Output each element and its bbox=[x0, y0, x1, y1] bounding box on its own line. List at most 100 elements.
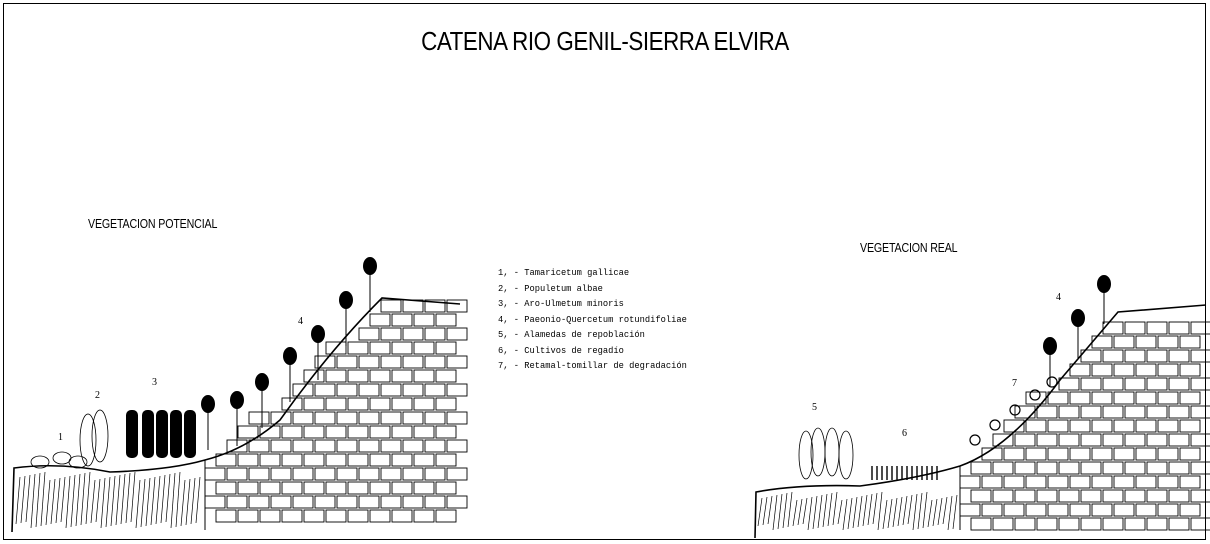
rock-block bbox=[1080, 461, 1102, 475]
soil-hatch-line bbox=[897, 496, 903, 527]
rock-block bbox=[292, 495, 314, 509]
rock-block bbox=[215, 509, 237, 523]
soil-hatch-line bbox=[85, 471, 91, 525]
rock-block bbox=[281, 481, 303, 495]
soil-hatch-line bbox=[847, 497, 853, 530]
rock-block bbox=[1102, 377, 1124, 391]
soil-hatch-line bbox=[120, 473, 126, 525]
soil-hatch-line bbox=[90, 479, 96, 524]
rock-block bbox=[369, 453, 391, 467]
rock-block bbox=[446, 495, 468, 509]
soil-hatch-line bbox=[817, 494, 823, 529]
soil-hatch-line bbox=[802, 497, 808, 525]
tamarix-shrub bbox=[68, 455, 88, 469]
zone-number-7: 7 bbox=[1012, 378, 1017, 389]
rock-block bbox=[1080, 489, 1102, 503]
soil-hatch-line bbox=[902, 495, 908, 526]
rock-block bbox=[402, 355, 424, 369]
rock-block bbox=[1135, 335, 1157, 349]
rock-block bbox=[402, 439, 424, 453]
rock-block bbox=[1135, 419, 1157, 433]
soil-hatch-line bbox=[862, 494, 868, 527]
rock-block bbox=[1113, 475, 1135, 489]
legend-item-3: 3, - Aro-Ulmetum minoris bbox=[498, 298, 624, 309]
zone-number-3: 3 bbox=[152, 377, 157, 388]
rock-block bbox=[292, 411, 314, 425]
rock-block bbox=[959, 475, 981, 489]
rock-block bbox=[259, 509, 281, 523]
rock-block bbox=[1190, 405, 1210, 419]
soil-hatch-line bbox=[782, 492, 788, 529]
rock-block bbox=[1080, 433, 1102, 447]
rock-block bbox=[424, 467, 446, 481]
rock-block bbox=[1146, 321, 1168, 335]
poplar-tree bbox=[79, 413, 97, 467]
rock-block bbox=[325, 481, 347, 495]
rock-block bbox=[325, 509, 347, 523]
rock-block bbox=[248, 411, 270, 425]
rock-block bbox=[369, 425, 391, 439]
rock-block bbox=[413, 313, 435, 327]
rock-block bbox=[1058, 489, 1080, 503]
rock-block bbox=[336, 439, 358, 453]
rock-block bbox=[314, 439, 336, 453]
rock-block bbox=[270, 411, 292, 425]
rock-block bbox=[303, 425, 325, 439]
rock-block bbox=[347, 425, 369, 439]
rock-block bbox=[413, 425, 435, 439]
rock-block bbox=[1091, 363, 1113, 377]
rock-block bbox=[1025, 447, 1047, 461]
rock-block bbox=[380, 411, 402, 425]
soil-hatch-line bbox=[887, 498, 893, 529]
rock-block bbox=[413, 481, 435, 495]
rock-block bbox=[1157, 447, 1179, 461]
rock-block bbox=[380, 467, 402, 481]
rock-block bbox=[391, 509, 413, 523]
soil-hatch-line bbox=[932, 498, 938, 527]
rock-block bbox=[1146, 433, 1168, 447]
rock-block bbox=[1168, 377, 1190, 391]
soil-hatch-line bbox=[45, 479, 51, 526]
rock-block bbox=[1124, 461, 1146, 475]
rock-block bbox=[1047, 503, 1069, 517]
rock-block bbox=[1157, 419, 1179, 433]
rock-block bbox=[358, 467, 380, 481]
rock-block bbox=[1168, 349, 1190, 363]
rock-block bbox=[1124, 433, 1146, 447]
rock-block bbox=[347, 481, 369, 495]
rock-block bbox=[1058, 377, 1080, 391]
soil-hatch-line bbox=[155, 475, 161, 525]
rock-block bbox=[303, 481, 325, 495]
rock-block bbox=[336, 495, 358, 509]
rock-block bbox=[292, 383, 314, 397]
rock-block bbox=[380, 439, 402, 453]
rock-block bbox=[1025, 475, 1047, 489]
soil-hatch-line bbox=[852, 496, 858, 529]
soil-hatching-left bbox=[15, 471, 201, 529]
rock-block bbox=[369, 341, 391, 355]
rock-block bbox=[248, 467, 270, 481]
soil-hatch-line bbox=[80, 472, 86, 526]
legend-item-4: 4, - Paeonio-Quercetum rotundifoliae bbox=[498, 313, 687, 325]
legend: 1, - Tamaricetum gallicae 2, - Populetum… bbox=[498, 265, 687, 374]
rock-block bbox=[1168, 405, 1190, 419]
rock-block bbox=[1091, 447, 1113, 461]
rock-block bbox=[314, 467, 336, 481]
broom-shrub bbox=[969, 434, 981, 446]
soil-hatch-line bbox=[160, 474, 166, 524]
soil-hatch-line bbox=[787, 491, 793, 528]
rock-block bbox=[992, 489, 1014, 503]
soil-hatch-line bbox=[792, 499, 798, 527]
rock-block bbox=[402, 299, 424, 313]
rock-block bbox=[259, 453, 281, 467]
rock-block bbox=[1179, 503, 1201, 517]
rock-block bbox=[1047, 475, 1069, 489]
rock-block bbox=[424, 411, 446, 425]
rock-block bbox=[1179, 419, 1201, 433]
rock-block bbox=[1080, 377, 1102, 391]
rock-block bbox=[1113, 335, 1135, 349]
rock-block bbox=[413, 509, 435, 523]
rock-block bbox=[259, 481, 281, 495]
rock-block bbox=[347, 509, 369, 523]
